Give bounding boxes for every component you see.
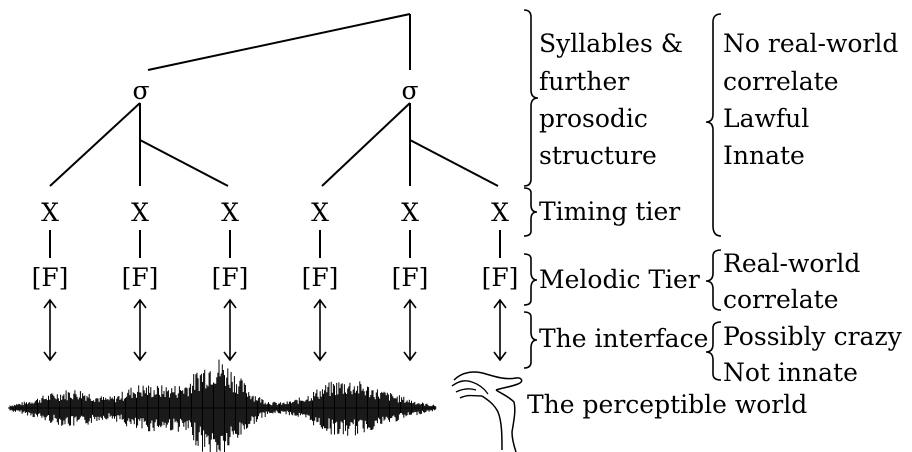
level-label-syllables: prosodic [539,104,648,133]
feature-node: [F] [482,263,519,292]
feature-node: [F] [32,263,69,292]
timing-node: X [311,198,329,227]
level-label-syllables: further [539,67,629,96]
double-arrow-icon [493,298,507,362]
syllable-node-1: σ [132,76,149,105]
timing-node: X [491,198,509,227]
level-label-world: The perceptible world [527,390,807,419]
property-label-prosodic: No real-world [723,29,898,58]
double-arrow-icon [223,298,237,362]
feature-node: [F] [392,263,429,292]
syllable-node-2: σ [401,76,418,105]
level-label-syllables: structure [539,141,657,170]
branch-s2-x6 [409,139,499,187]
timing-node: X [401,198,419,227]
association-lines [49,230,501,258]
brace-property-prosodic [705,13,722,237]
timing-node: X [41,198,59,227]
property-label-interface: Not innate [723,358,858,387]
double-arrow-icon [43,298,57,362]
feature-node: [F] [302,263,339,292]
brace-prosodic [523,9,539,187]
level-braces [523,9,539,369]
property-label-melodic: correlate [723,285,839,314]
property-label-interface: Possibly crazy [723,322,903,351]
double-arrow-icon [403,298,417,362]
feature-nodes: [F] [F] [F] [F] [F] [F] [32,263,519,292]
property-label-prosodic: Innate [723,141,805,170]
brace-melodic [523,253,538,306]
level-label-interface: The interface [539,324,708,353]
timing-nodes: X X X X X X [41,198,509,227]
level-label-melodic: Melodic Tier [539,265,700,294]
brace-property-interface [705,321,722,381]
brace-property-melodic [705,249,722,311]
open-hand-icon [451,371,523,452]
timing-node: X [131,198,149,227]
feature-node: [F] [212,263,249,292]
root-to-left-syllable [147,13,411,71]
brace-timing [523,187,538,237]
waveform-icon [8,359,437,452]
property-braces [705,13,722,381]
brace-interface [523,311,538,369]
timing-node: X [221,198,239,227]
double-arrow-icon [133,298,147,362]
level-label-timing: Timing tier [539,197,680,226]
branch-s1-x1 [49,102,141,187]
double-arrow-icon [313,298,327,362]
interface-arrows [43,298,507,362]
property-label-prosodic: correlate [723,67,839,96]
branch-s1-x3 [139,139,229,187]
tree-branches [49,13,499,187]
property-label-melodic: Real-world [723,249,860,278]
property-label-prosodic: Lawful [723,104,809,133]
branch-s2-x4 [321,102,411,187]
feature-node: [F] [122,263,159,292]
level-label-syllables: Syllables & [539,29,683,58]
